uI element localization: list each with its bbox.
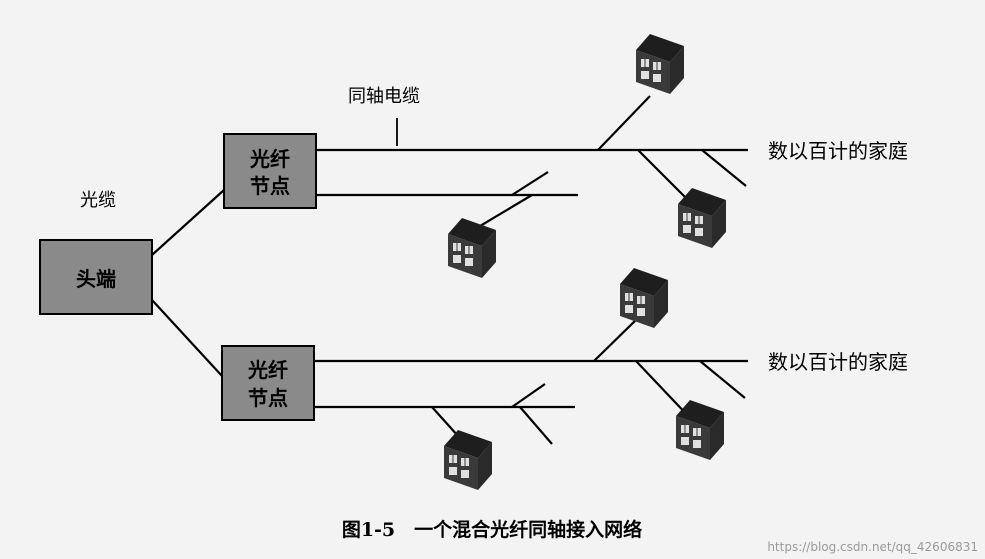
coax-cable-label: 同轴电缆 bbox=[348, 86, 420, 107]
fiber-node-upper-line2: 节点 bbox=[250, 174, 290, 198]
fiber-node-lower-line1: 光纤 bbox=[247, 358, 288, 382]
fiber-cable-label: 光缆 bbox=[80, 190, 116, 211]
house-icon bbox=[447, 217, 497, 279]
upper-coax-network bbox=[314, 95, 748, 233]
head-end-label: 头端 bbox=[76, 267, 116, 291]
lower-coax-network bbox=[312, 315, 748, 445]
house-icon bbox=[675, 399, 725, 461]
watermark-url: https://blog.csdn.net/qq_42606831 bbox=[767, 540, 978, 554]
house-icon bbox=[619, 267, 669, 329]
house-icon bbox=[635, 33, 685, 95]
homes-label-lower: 数以百计的家庭 bbox=[768, 350, 908, 374]
house-icon bbox=[443, 429, 493, 491]
fiber-node-upper-line1: 光纤 bbox=[249, 147, 290, 171]
fiber-node-lower-line2: 节点 bbox=[248, 386, 288, 410]
fiber-node-upper: 光纤 节点 bbox=[223, 133, 317, 209]
fiber-cables bbox=[151, 189, 225, 377]
head-end-box: 头端 bbox=[39, 239, 153, 315]
fiber-node-lower: 光纤 节点 bbox=[221, 345, 315, 421]
house-icon bbox=[677, 187, 727, 249]
homes-label-upper: 数以百计的家庭 bbox=[768, 139, 908, 163]
figure-caption: 图1-5 一个混合光纤同轴接入网络 bbox=[342, 518, 642, 541]
